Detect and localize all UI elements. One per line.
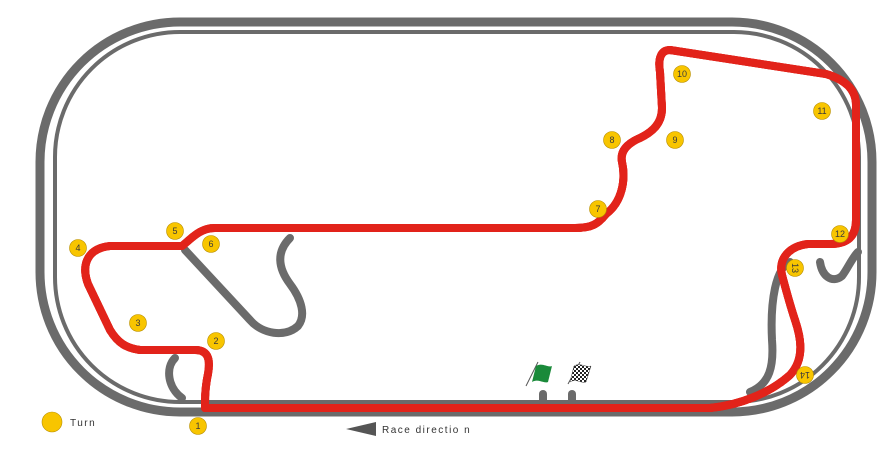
turn-marker-5: 5 <box>166 222 184 240</box>
turn-marker-icon <box>41 411 63 433</box>
svg-text:6: 6 <box>208 239 213 249</box>
race-route <box>85 46 856 412</box>
turn-marker-4: 4 <box>69 239 87 257</box>
svg-text:14: 14 <box>800 370 810 380</box>
turn-marker-9: 9 <box>666 131 684 149</box>
svg-text:8: 8 <box>609 135 614 145</box>
svg-text:10: 10 <box>677 69 687 79</box>
infield-link-turn12 <box>816 248 862 284</box>
turn-marker-8: 8 <box>603 131 621 149</box>
turn-marker-12: 12 <box>831 225 849 243</box>
svg-text:2: 2 <box>213 336 218 346</box>
svg-text:13: 13 <box>790 263 800 273</box>
svg-text:4: 4 <box>75 243 80 253</box>
legend-direction-label: Race directio n <box>382 425 471 436</box>
svg-text:9: 9 <box>672 135 677 145</box>
turn-marker-11: 11 <box>813 102 831 120</box>
svg-text:7: 7 <box>595 204 600 214</box>
turn-marker-2: 2 <box>207 332 225 350</box>
svg-text:12: 12 <box>835 229 845 239</box>
turn-marker-1: 1 <box>189 417 207 435</box>
legend-turn: Turn <box>41 411 96 433</box>
green-flag-icon <box>525 361 552 387</box>
turn-marker-6: 6 <box>202 235 220 253</box>
race-direction-arrow-icon <box>346 422 376 436</box>
svg-text:1: 1 <box>195 421 200 431</box>
turn-marker-3: 3 <box>129 314 147 332</box>
turn-marker-14: 14 <box>796 366 814 384</box>
legend-turn-label: Turn <box>70 418 96 429</box>
svg-text:5: 5 <box>172 226 177 236</box>
svg-text:11: 11 <box>817 106 826 116</box>
turn-marker-13: 13 <box>786 259 804 277</box>
checkered-flag-icon <box>567 361 592 385</box>
infield-link-turn2 <box>165 354 186 402</box>
infield-loop <box>181 234 307 338</box>
legend-race-direction: Race directio n <box>346 422 471 436</box>
turn-marker-7: 7 <box>589 200 607 218</box>
svg-text:3: 3 <box>135 318 140 328</box>
turn-marker-10: 10 <box>673 65 691 83</box>
